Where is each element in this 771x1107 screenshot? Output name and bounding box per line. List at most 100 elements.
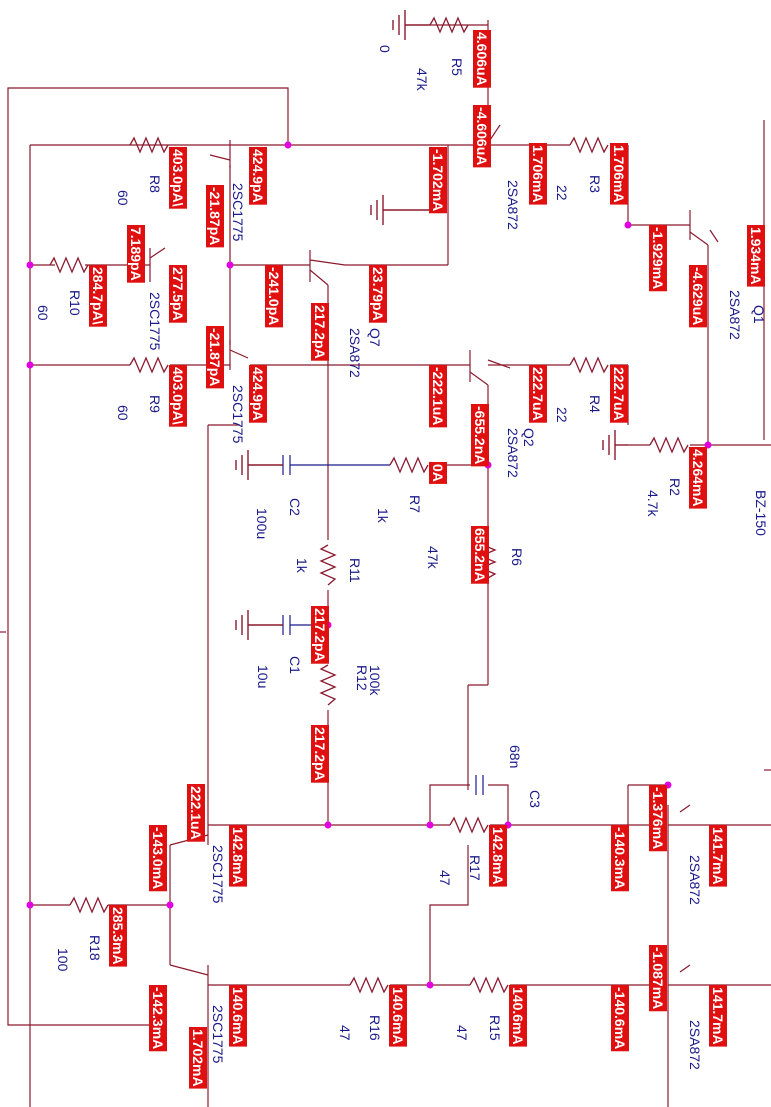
transistor-q2-2sa872 <box>469 350 511 386</box>
component-text-c1v: 10u <box>255 665 271 688</box>
wire <box>429 845 469 985</box>
component-text-c1: C1 <box>287 656 303 674</box>
svg-text:4.264mA: 4.264mA <box>690 449 706 507</box>
current-label-q-mid-e: -21.87pA <box>206 326 224 389</box>
component-text-r15v: 47 <box>454 1025 470 1041</box>
current-label-r16-i: 140.6mA <box>389 985 407 1047</box>
ground-symbol <box>235 610 283 640</box>
svg-text:1.706mA: 1.706mA <box>611 145 627 203</box>
current-label-q-top-b: -21.87pA <box>206 185 224 248</box>
transistor-q8-2sa872 <box>667 804 691 845</box>
component-text-r6: R6 <box>509 548 525 566</box>
current-label-q-mid-b: 277.5pA <box>169 265 187 323</box>
current-label-n-222: -222.1uA <box>429 365 447 428</box>
ground-symbol <box>392 10 430 40</box>
transistor-output2-2sc1775 <box>169 964 230 1005</box>
component-text-qb: 2SC1775 <box>147 292 163 351</box>
current-label-q2-c: 222.7uA <box>529 365 547 423</box>
ground-symbol <box>235 450 283 480</box>
resistor-r17 <box>449 816 489 834</box>
svg-text:-1.929mA: -1.929mA <box>650 227 666 289</box>
transistor-2sc1775-bot <box>229 340 249 370</box>
svg-text:217.2pA: 217.2pA <box>312 608 328 662</box>
svg-text:-4.606uA: -4.606uA <box>474 107 490 165</box>
resistor-r9 <box>129 356 169 374</box>
resistor-r7 <box>389 456 429 474</box>
resistor-r3 <box>569 136 609 154</box>
current-label-r3-l: 1.706mA <box>529 143 547 205</box>
current-label-n-0a: 0A <box>429 462 447 484</box>
current-label-n-655: -655.2nA <box>471 404 489 467</box>
component-text-r16v: 47 <box>337 1025 353 1041</box>
current-label-q-top-c: 424.9pA <box>249 147 267 205</box>
component-text-r7: R7 <box>407 495 423 513</box>
current-label-q-out2-e: -142.3mA <box>149 985 167 1052</box>
svg-text:217.2pA: 217.2pA <box>312 727 328 781</box>
component-text-q-tr-ref: Q1 <box>751 305 767 324</box>
current-label-r8-i: 403.0pA\ <box>169 147 187 209</box>
resistor-r4 <box>569 356 609 374</box>
svg-text:655.2nA: 655.2nA <box>472 528 488 582</box>
svg-text:-142.3mA: -142.3mA <box>150 987 166 1049</box>
component-text-r12: R12 <box>354 665 370 691</box>
current-label-n-1406: -140.6mA <box>611 985 629 1052</box>
current-label-r17-i: 142.8mA <box>489 825 507 887</box>
svg-text:222.7uA: 222.7uA <box>530 367 546 421</box>
current-label-q9-c: 141.7mA <box>709 985 727 1047</box>
component-text-r15: R15 <box>487 1015 503 1041</box>
svg-text:140.6mA: 140.6mA <box>230 987 246 1045</box>
component-text-r8: R8 <box>147 175 163 193</box>
component-text-r4v: 22 <box>554 407 570 423</box>
junction-nodes <box>26 141 712 989</box>
component-text-r9: R9 <box>147 395 163 413</box>
resistor-r18 <box>69 896 109 914</box>
current-label-q-top-b2: 7.189pA <box>127 225 145 283</box>
component-text-r11v: 1k <box>294 558 310 574</box>
component-text-r6v: 47k <box>425 546 441 570</box>
component-text-r10v: 60 <box>35 305 51 321</box>
svg-text:424.9pA: 424.9pA <box>250 367 266 421</box>
component-text-r2v: 4.7k <box>645 490 661 517</box>
resistor-r8 <box>129 136 169 154</box>
current-label-n-1403: -140.3mA <box>611 825 629 892</box>
transistor-2sc1775-mid <box>149 247 166 282</box>
svg-text:-222.1uA: -222.1uA <box>430 367 446 425</box>
component-text-qa: 2SC1775 <box>230 183 246 242</box>
component-text-r7v: 1k <box>375 508 391 524</box>
resistor-r10 <box>49 256 89 274</box>
svg-text:222.7uA: 222.7uA <box>611 367 627 421</box>
svg-text:-143.0mA: -143.0mA <box>150 827 166 889</box>
component-text-q-tr: 2SA872 <box>727 290 743 340</box>
component-text-q2: 2SA872 <box>505 428 521 478</box>
current-label-r4-r: 222.7uA <box>610 365 628 423</box>
wire <box>7 87 289 1026</box>
capacitor-c3 <box>475 775 484 795</box>
current-label-q9-b: -1.087mA <box>649 945 667 1012</box>
svg-text:222.1uA: 222.1uA <box>188 786 204 840</box>
svg-text:4.606uA: 4.606uA <box>474 32 490 86</box>
component-text-r17v: 47 <box>437 870 453 886</box>
current-label-q-right-top: 1.934mA <box>747 225 765 287</box>
current-label-r10-i: 284.7pA\ <box>89 265 107 327</box>
current-label-r11-i: 217.2pA <box>311 606 329 664</box>
current-label-q7-b: 23.79pA <box>369 265 387 323</box>
component-text-gnd0: 0 <box>377 45 393 53</box>
current-label-n-1929: -1.929mA <box>649 225 667 292</box>
resistor-r16 <box>349 976 389 994</box>
component-text-q7: 2SA872 <box>347 328 363 378</box>
ground-symbol <box>602 430 628 460</box>
svg-text:-21.87pA: -21.87pA <box>207 187 223 245</box>
svg-text:-1.087mA: -1.087mA <box>650 947 666 1009</box>
component-text-q1: 2SA872 <box>505 180 521 230</box>
svg-text:-21.87pA: -21.87pA <box>207 328 223 386</box>
component-text-r8v: 60 <box>115 190 131 206</box>
svg-text:284.7pA\: 284.7pA\ <box>90 267 106 325</box>
transistor-q9-2sa872 <box>667 964 691 1005</box>
component-text-r3: R3 <box>587 175 603 193</box>
component-text-q8: 2SA872 <box>687 855 703 905</box>
svg-text:1.702mA: 1.702mA <box>190 1029 206 1087</box>
current-label-n-241: -241.0pA <box>265 265 283 328</box>
resistor-r12 <box>319 664 337 706</box>
svg-text:285.3mA: 285.3mA <box>110 907 126 965</box>
